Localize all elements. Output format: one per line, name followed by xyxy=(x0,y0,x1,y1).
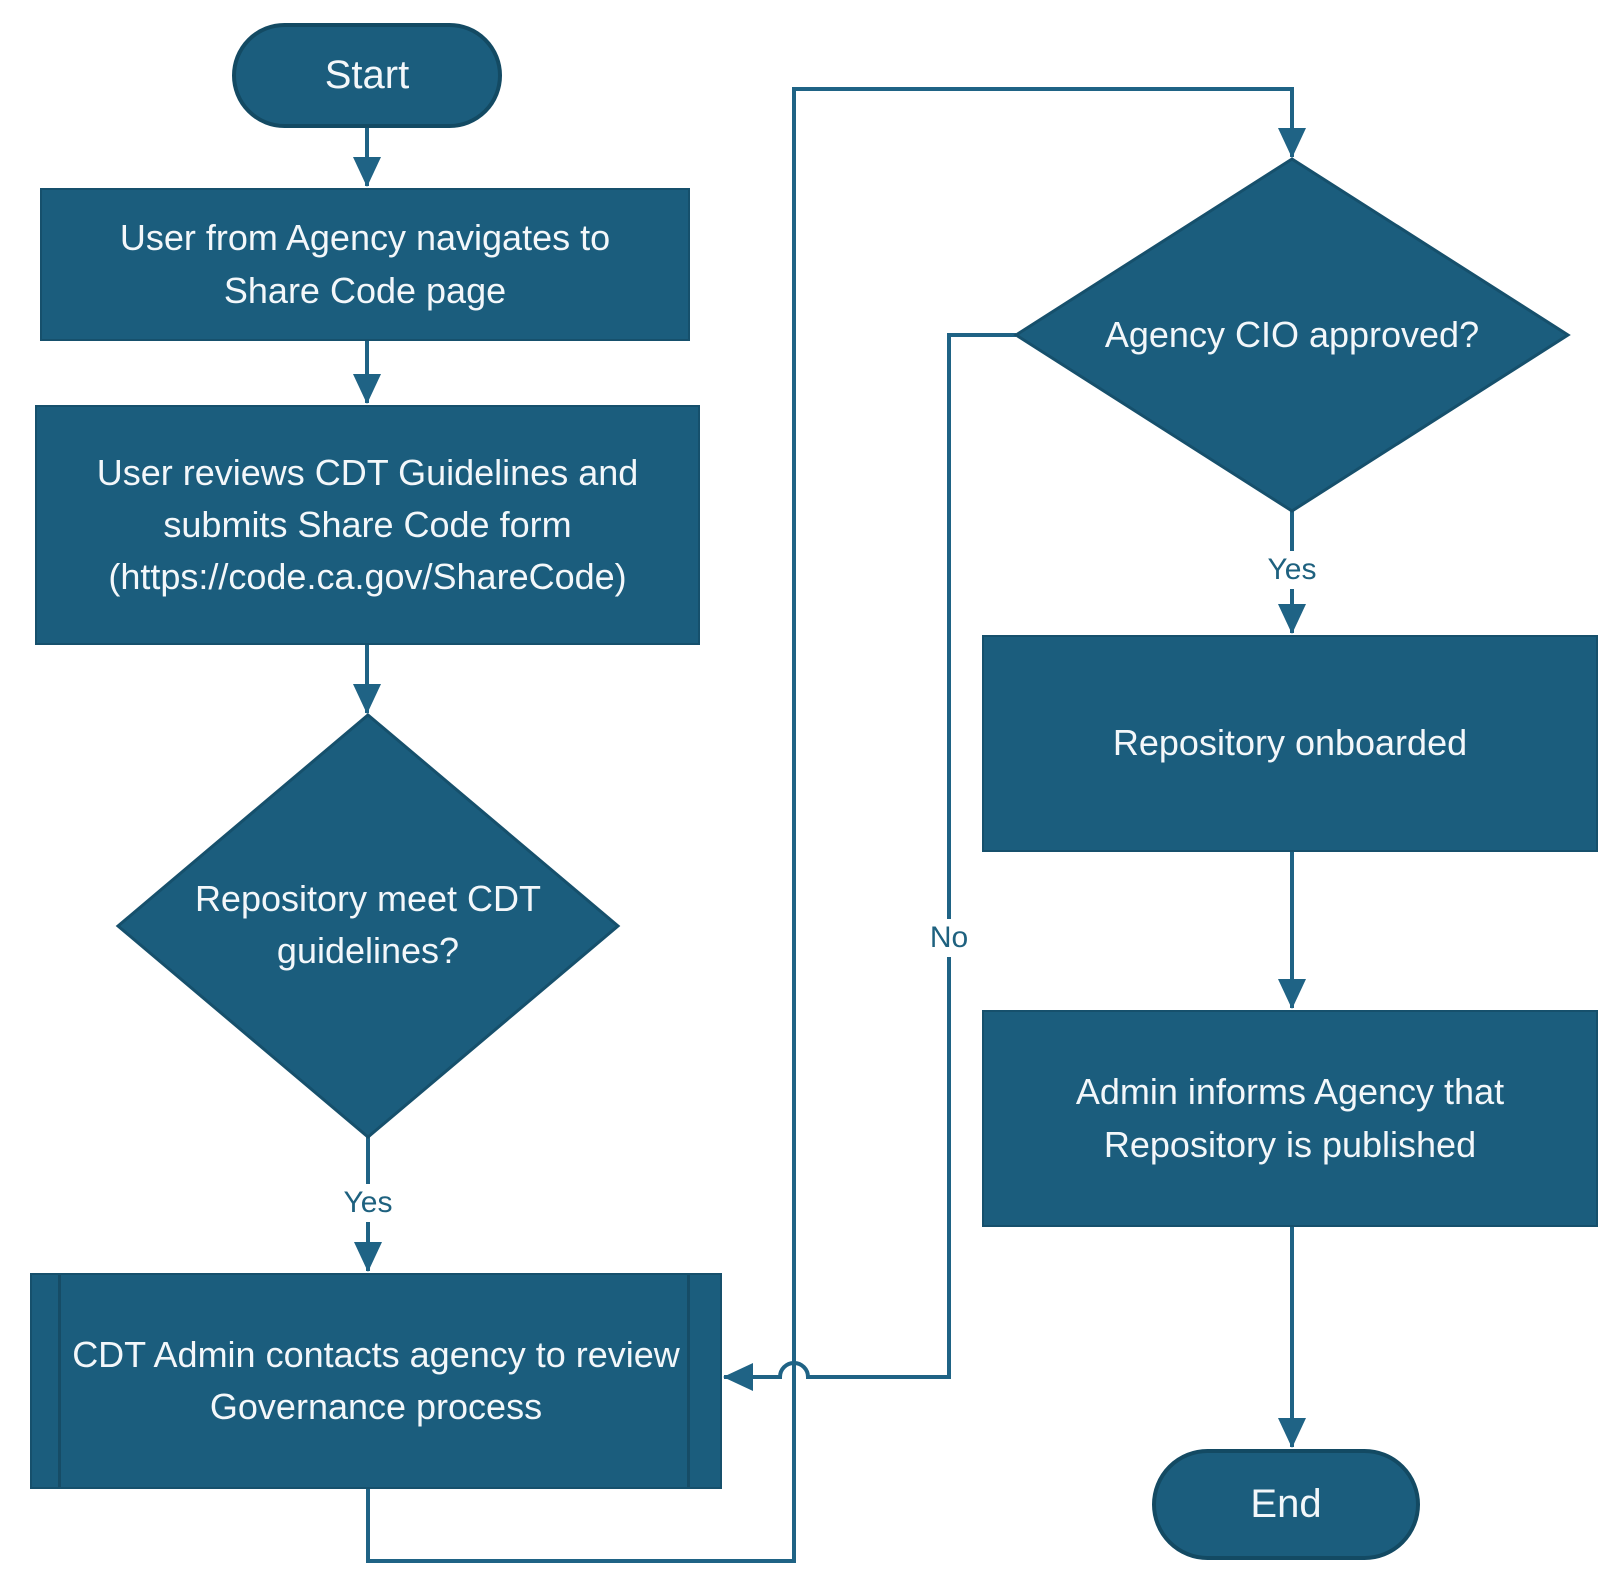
decision-repository-meets-guidelines-label: Repository meet CDT guidelines? xyxy=(194,877,542,971)
node-admin-informs-label: Admin informs Agency that Repository is … xyxy=(1075,1071,1505,1165)
node-user-reviews-submits: User reviews CDT Guidelines and submits … xyxy=(35,405,700,645)
node-repository-onboarded: Repository onboarded xyxy=(982,635,1598,852)
edge-label-cio-no: No xyxy=(921,919,977,957)
edge-cio-no-to-cdt-admin xyxy=(723,333,1016,1391)
node-user-reviews-submits-label: User reviews CDT Guidelines and submits … xyxy=(96,451,639,598)
node-admin-informs: Admin informs Agency that Repository is … xyxy=(982,1010,1598,1227)
edge-label-cio-yes: Yes xyxy=(1259,551,1325,589)
node-repository-onboarded-label: Repository onboarded xyxy=(1112,722,1468,764)
edge-label-guidelines-yes: Yes xyxy=(335,1184,401,1222)
node-end-label: End xyxy=(1250,1482,1322,1526)
edge-cdt-admin-to-cio-decision xyxy=(366,87,1306,1563)
decision-agency-cio-approved xyxy=(1013,157,1571,513)
predefined-process-right-bar xyxy=(687,1275,690,1487)
node-user-navigates-label: User from Agency navigates to Share Code… xyxy=(119,217,611,311)
node-start-label: Start xyxy=(324,53,410,97)
decision-repository-meets-guidelines xyxy=(115,713,621,1139)
node-cdt-admin-contacts-label: CDT Admin contacts agency to review Gove… xyxy=(72,1333,680,1427)
node-cdt-admin-contacts: CDT Admin contacts agency to review Gove… xyxy=(30,1273,722,1489)
node-end: End xyxy=(1152,1449,1420,1560)
decision-agency-cio-approved-label: Agency CIO approved? xyxy=(1104,313,1480,355)
predefined-process-left-bar xyxy=(58,1275,61,1487)
node-start: Start xyxy=(232,23,502,128)
node-user-navigates: User from Agency navigates to Share Code… xyxy=(40,188,690,341)
